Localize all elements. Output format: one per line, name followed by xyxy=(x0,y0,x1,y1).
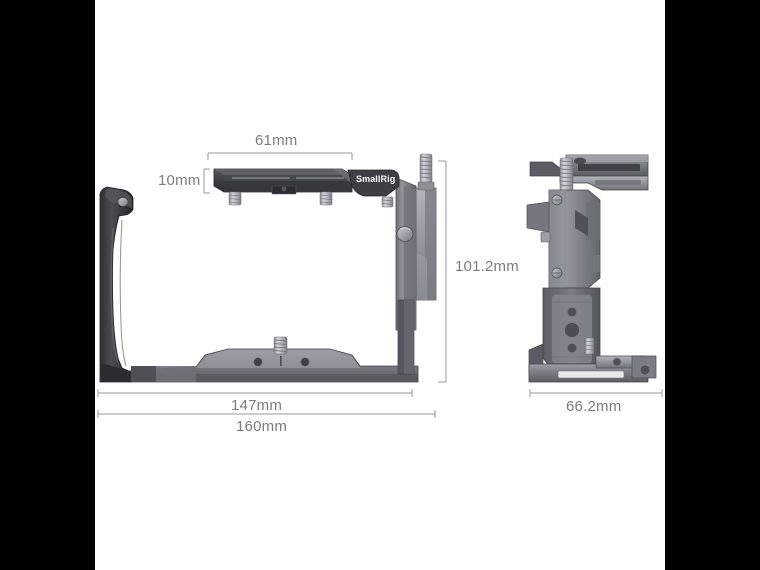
dimension-label-cage-height: 101.2mm xyxy=(455,258,519,275)
side-screw-post xyxy=(559,157,574,192)
dimension-label-plate-height: 10mm xyxy=(158,172,201,189)
dimline-66-2mm xyxy=(529,389,663,397)
right-side-clamp: SmallRig xyxy=(347,153,437,375)
dimline-101-2mm xyxy=(438,160,447,383)
side-body-column xyxy=(526,189,601,289)
dimension-label-cage-outer-width: 160mm xyxy=(236,418,288,435)
top-plate-screws xyxy=(228,191,333,206)
top-quick-release-plate xyxy=(213,168,353,195)
left-side-grip xyxy=(99,186,134,383)
bottom-screw-thread xyxy=(273,336,288,355)
letterbox-left xyxy=(0,0,95,570)
bottom-base-plate xyxy=(130,348,419,383)
dimension-label-cage-inner-width: 147mm xyxy=(231,397,283,414)
dimension-lines xyxy=(97,152,663,418)
side-view xyxy=(526,154,657,383)
top-cold-shoe-rail xyxy=(529,154,649,191)
dimline-61mm xyxy=(207,152,353,160)
side-arca-plate xyxy=(528,287,601,375)
dimension-label-side-depth: 66.2mm xyxy=(566,398,622,415)
letterbox-right xyxy=(665,0,760,570)
dimension-label-plate-width: 61mm xyxy=(255,132,298,149)
side-bottom-rail xyxy=(528,337,657,383)
dimline-160mm xyxy=(97,410,436,418)
dimline-147mm xyxy=(97,389,413,397)
smallrig-brand-text: SmallRig xyxy=(356,174,395,184)
front-view: SmallRig xyxy=(99,153,437,383)
top-screw-post xyxy=(417,153,435,191)
dimline-10mm xyxy=(203,168,210,194)
